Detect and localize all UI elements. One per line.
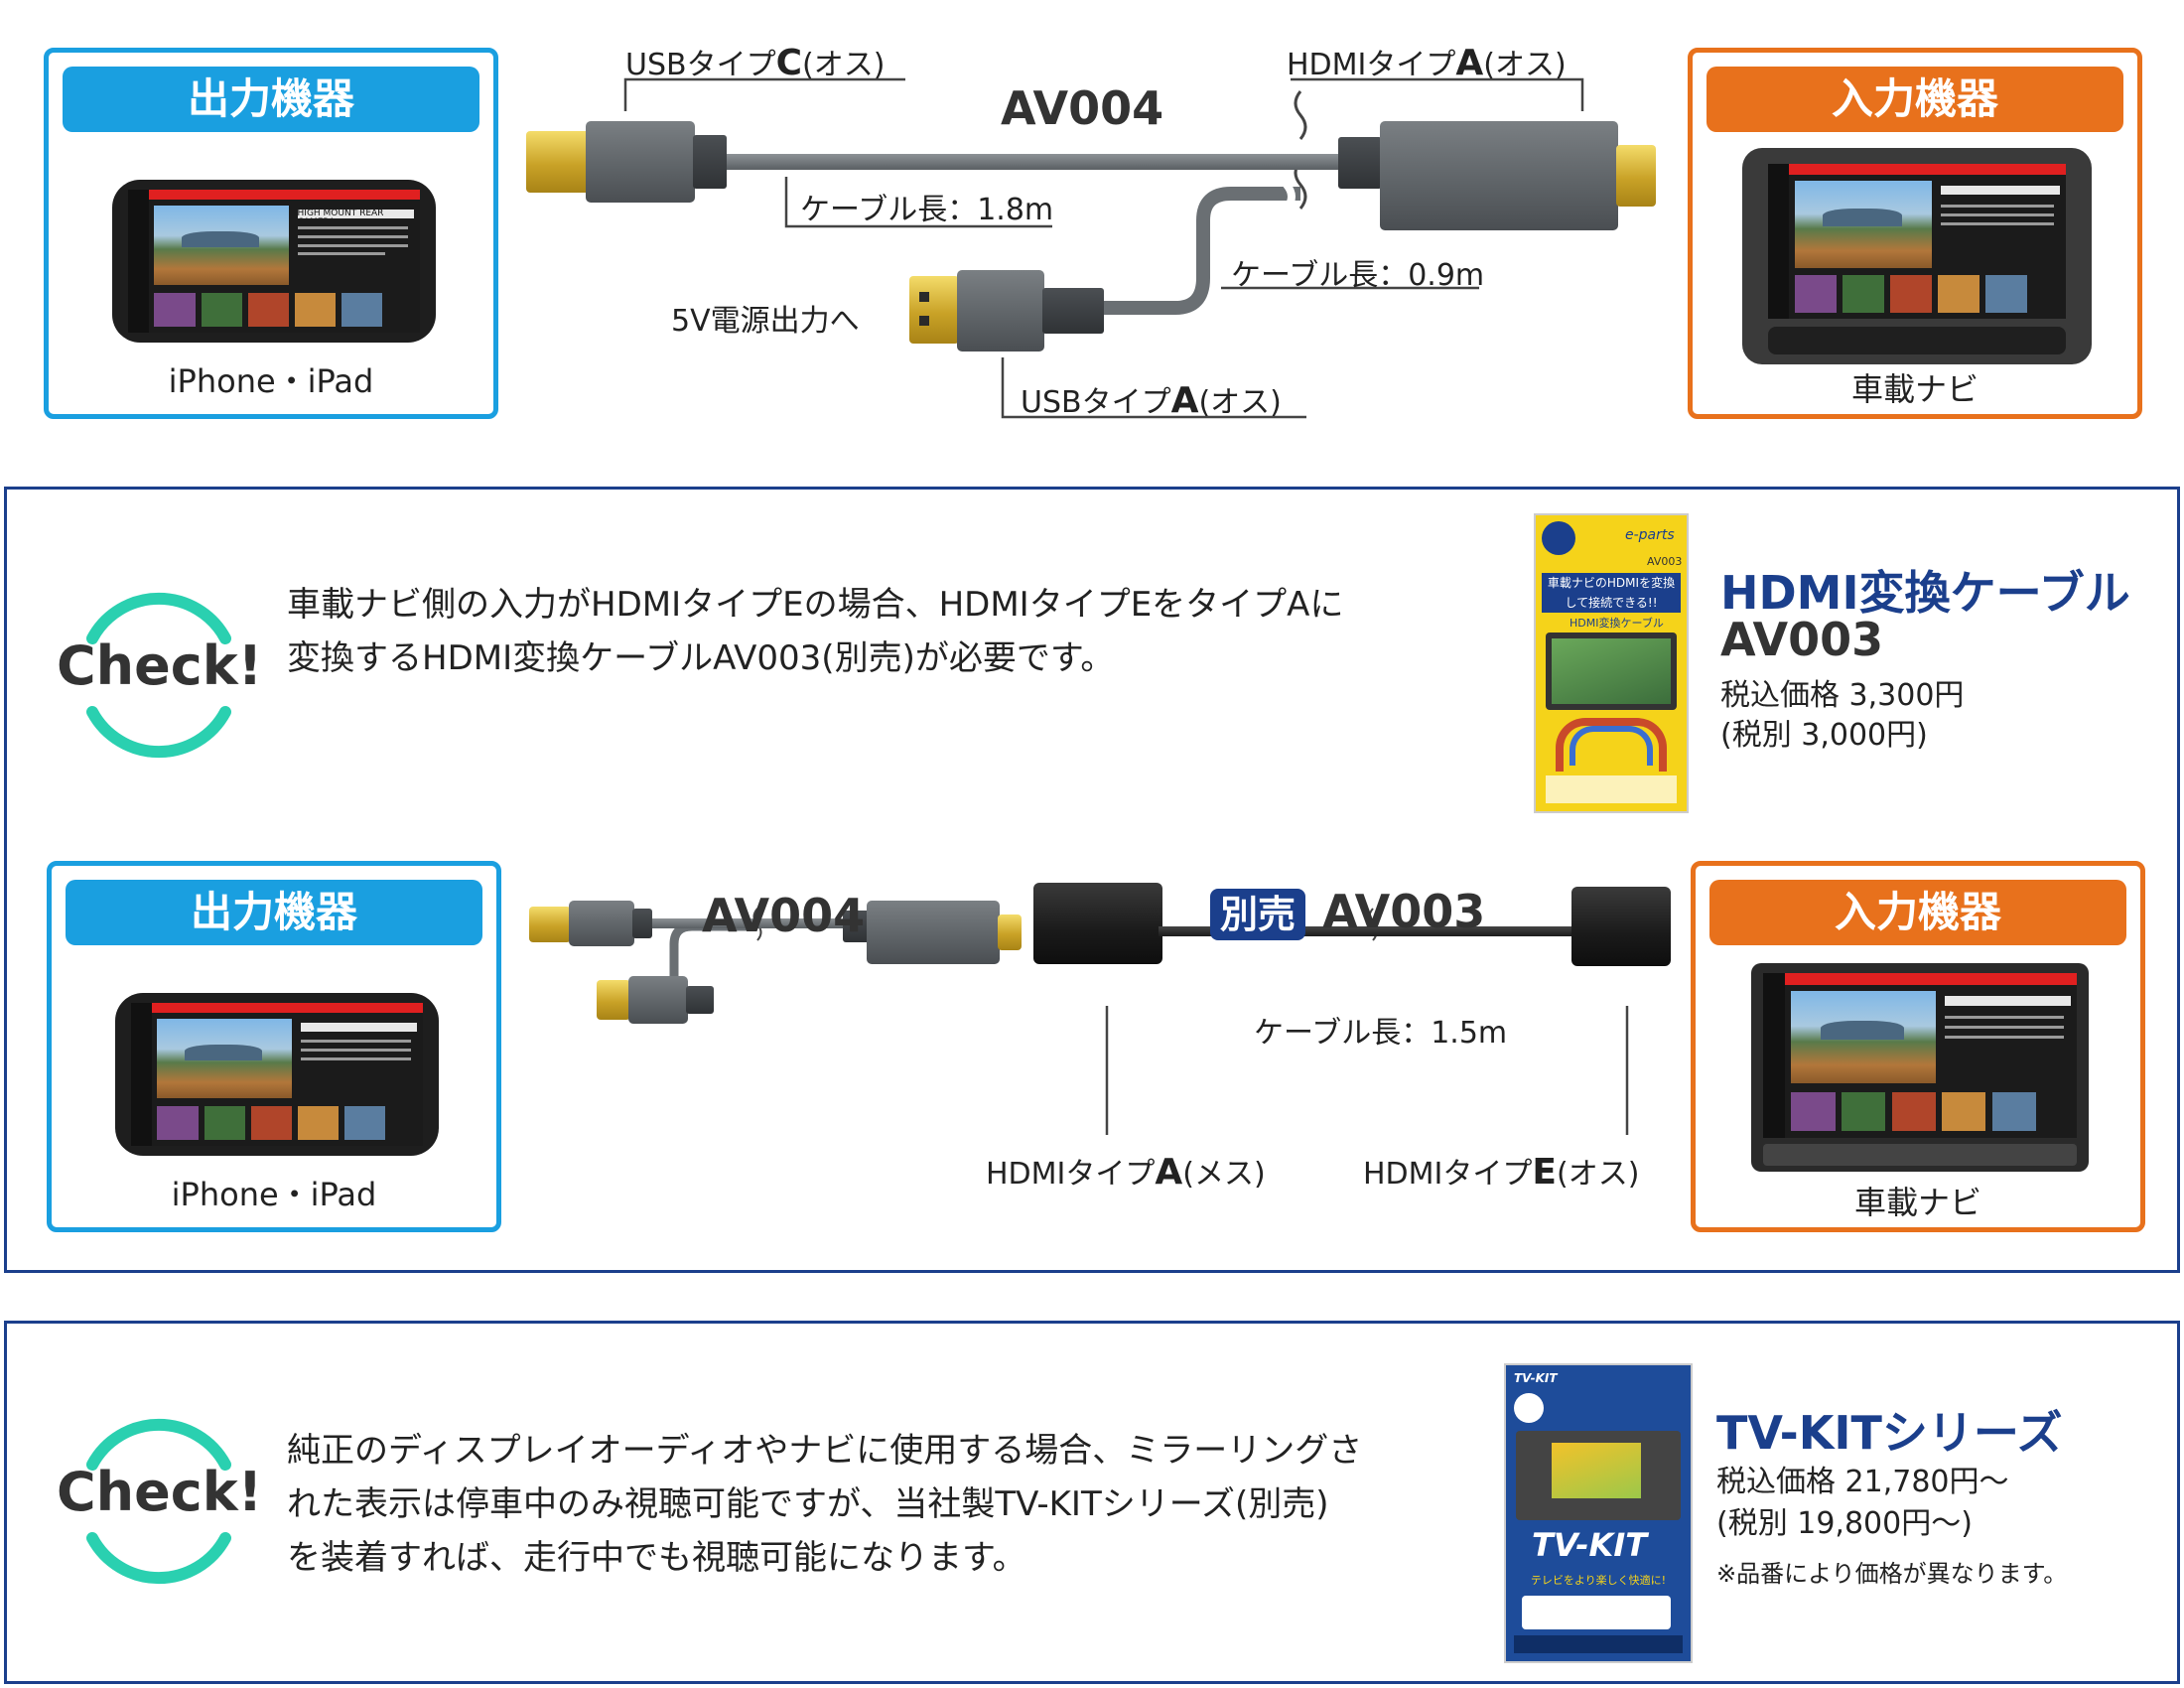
check1-line2: 変換するHDMI変換ケーブルAV003(別売)が必要です。 [287, 638, 1115, 678]
navi-screen [1768, 164, 2066, 319]
input-device-box-2: 入力機器 車載ナビ [1691, 861, 2145, 1232]
output-device-caption-2: iPhone・iPad [171, 1176, 377, 1213]
check-panel-hdmi-e: Check! 車載ナビ側の入力がHDMIタイプEの場合、HDMIタイプEをタイプ… [4, 487, 2180, 1273]
usb-c-plug-tip [526, 131, 592, 193]
tv-kit-package-image: TV-KIT TV-KIT テレビをより楽しく快適に! [1504, 1363, 1693, 1663]
callout-lines [623, 77, 1584, 419]
usb-c-plug-body [586, 121, 695, 203]
usb-c-label: USBタイプC(オス) [625, 43, 886, 83]
hdmi-a-label: HDMIタイプA(オス) [1287, 43, 1567, 83]
output-device-label: 出力機器 [63, 67, 479, 132]
tv-kit-price-excl: (税別 19,800円〜) [1716, 1506, 1973, 1541]
diagram2-model-right: 別売 AV003 [1210, 885, 1485, 940]
output-device-box: 出力機器 HIGH MOUNT REAR CAMERA iPhone・iPad [44, 48, 498, 419]
navi-mockup-2 [1751, 963, 2089, 1172]
tv-kit-package-tagline: テレビをより楽しく快適に! [1530, 1574, 1667, 1587]
av003-package-image: e-parts AV003 車載ナビのHDMIを変換して接続できる!! HDMI… [1534, 513, 1689, 813]
diagram2-cable-length: ケーブル長：1.5m [1254, 1016, 1508, 1051]
av003-package-model: AV003 [1647, 555, 1683, 568]
av003-package-headline: 車載ナビのHDMIを変換して接続できる!! [1542, 573, 1681, 613]
screen-hero-image [154, 205, 289, 286]
av003-product-model: AV003 [1720, 613, 1884, 666]
output-device-box-2: 出力機器 iPhone・iPad [47, 861, 501, 1232]
tv-kit-package-brand: TV-KIT [1514, 1371, 1558, 1385]
cable-length-main: ケーブル長：1.8m [800, 193, 1054, 227]
phone-mockup: HIGH MOUNT REAR CAMERA [112, 180, 436, 343]
hdmi-a-female-connector [1033, 883, 1162, 964]
check-logo-2 [86, 1418, 231, 1585]
check2-line2: れた表示は停車中のみ視聴可能ですが、当社製TV-KITシリーズ(別売) [287, 1484, 1329, 1524]
input-device-caption: 車載ナビ [1850, 370, 1979, 408]
navi-bezel-controls [1768, 327, 2066, 354]
hdmi-a-plug-body [1380, 121, 1618, 230]
hdmi-e-male-label: HDMIタイプE(オス) [1363, 1152, 1640, 1193]
av003-price-excl: (税別 3,000円) [1720, 718, 1928, 753]
cable-length-branch: ケーブル長：0.9m [1231, 258, 1485, 293]
av003-package-subtitle: HDMI変換ケーブル [1570, 617, 1664, 630]
navi-mockup [1742, 148, 2092, 364]
input-device-box: 入力機器 車載ナビ [1688, 48, 2142, 419]
usb-a-plug-tip [909, 276, 959, 344]
input-device-label-2: 入力機器 [1709, 880, 2126, 945]
phone-mockup-2 [115, 993, 439, 1156]
av003-price: 税込価格 3,300円 [1720, 678, 1965, 713]
check-panel-tv-kit: Check! 純正のディスプレイオーディオやナビに使用する場合、ミラーリングさ … [4, 1321, 2180, 1684]
diagram2-model-left: AV004 [702, 889, 866, 942]
tv-kit-price-note: ※品番により価格が異なります。 [1716, 1560, 2068, 1588]
top-model-label: AV004 [1001, 81, 1164, 135]
input-device-caption-2: 車載ナビ [1853, 1184, 1981, 1221]
tv-kit-price: 税込価格 21,780円〜 [1716, 1465, 2009, 1499]
phone-screen: HIGH MOUNT REAR CAMERA [128, 190, 420, 333]
screen-headline: HIGH MOUNT REAR CAMERA [297, 210, 415, 218]
check-logo-2-text: Check! [57, 1461, 263, 1523]
hdmi-a-plug-tip [1616, 145, 1656, 207]
output-device-label-2: 出力機器 [66, 880, 482, 945]
sold-separately-badge: 別売 [1210, 889, 1306, 940]
power-output-label: 5V電源出力へ [671, 304, 860, 339]
av003-package-brand: e-parts [1625, 527, 1675, 543]
usb-a-label: USBタイプA(オス) [1021, 380, 1282, 421]
check-logo-1 [86, 592, 231, 759]
output-device-caption: iPhone・iPad [168, 362, 374, 400]
check-logo-1-text: Check! [57, 634, 263, 697]
check1-line1: 車載ナビ側の入力がHDMIタイプEの場合、HDMIタイプEをタイプAに [287, 585, 1344, 625]
av003-product-title: HDMI変換ケーブル [1720, 566, 2130, 620]
check2-line3: を装着すれば、走行中でも視聴可能になります。 [287, 1538, 1026, 1578]
tv-kit-product-title: TV-KITシリーズ [1716, 1406, 2063, 1460]
hdmi-a-female-label: HDMIタイプA(メス) [986, 1152, 1266, 1193]
hdmi-e-male-connector [1571, 887, 1671, 966]
input-device-label: 入力機器 [1706, 67, 2123, 132]
tv-kit-package-logo: TV-KIT [1532, 1526, 1648, 1564]
usb-a-plug-body [957, 270, 1044, 352]
check2-line1: 純正のディスプレイオーディオやナビに使用する場合、ミラーリングさ [287, 1431, 1363, 1471]
